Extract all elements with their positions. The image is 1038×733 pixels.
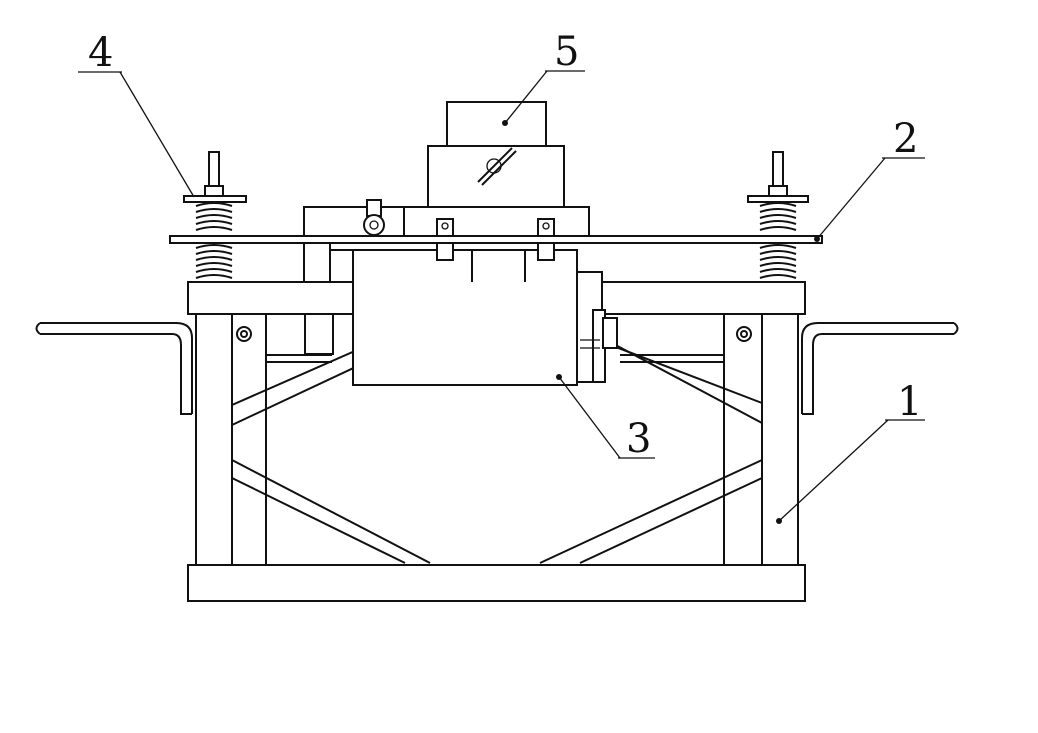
callout-label-2: 2 <box>893 116 918 162</box>
callout-1: 1 <box>776 379 925 524</box>
top-plate <box>169 199 823 283</box>
callout-label-4: 4 <box>88 30 113 76</box>
bolt-left <box>436 218 454 261</box>
bolt-right <box>537 218 555 261</box>
callout-3: 3 <box>556 374 655 462</box>
left-handle <box>35 322 193 415</box>
right-handle <box>801 322 959 415</box>
callout-label-1: 1 <box>897 379 922 425</box>
spring-right <box>747 151 809 279</box>
motor <box>427 101 565 208</box>
spring-left <box>183 151 247 279</box>
callout-5: 5 <box>502 29 585 126</box>
callout-2: 2 <box>814 116 925 242</box>
callout-label-3: 3 <box>626 416 651 462</box>
callout-4: 4 <box>78 30 195 198</box>
callout-label-5: 5 <box>554 29 579 75</box>
frame-assembly <box>187 281 806 602</box>
vibrator-unit <box>304 249 618 386</box>
